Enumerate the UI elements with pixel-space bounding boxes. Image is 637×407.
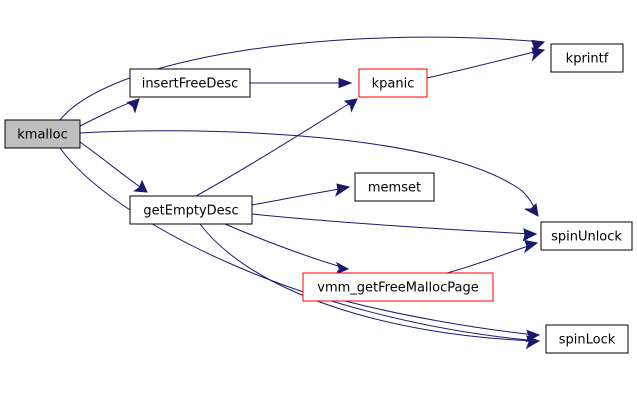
edge-line <box>79 130 539 217</box>
node-box-kmalloc[interactable] <box>4 119 81 149</box>
node-box-insertFreeDesc[interactable] <box>129 68 251 98</box>
graph-node-vmm_getFreeMallocPage[interactable]: vmm_getFreeMallocPage <box>302 272 494 302</box>
edge-line <box>224 223 346 269</box>
arrow-head-icon <box>522 228 538 242</box>
graph-node-spinLock[interactable]: spinLock <box>545 324 629 354</box>
arrow-head-icon <box>523 239 539 254</box>
node-label-spinUnlock: spinUnlock <box>551 230 622 245</box>
arrow-head-icon <box>525 329 541 343</box>
graph-node-kmalloc[interactable]: kmalloc <box>4 119 81 149</box>
arrow-head-icon <box>133 179 148 193</box>
edge-line <box>195 99 356 197</box>
edge-line <box>446 243 535 274</box>
edge-kpanic-to-kprintf <box>426 47 546 79</box>
graph-node-kprintf[interactable]: kprintf <box>550 43 624 73</box>
edge-getEmptyDesc-to-memset <box>251 183 351 206</box>
edge-kmalloc-to-spinLock <box>59 147 540 350</box>
node-label-insertFreeDesc: insertFreeDesc <box>142 77 239 92</box>
arrow-head-icon <box>338 77 353 89</box>
arrow-head-icon <box>524 202 539 217</box>
graph-node-getEmptyDesc[interactable]: getEmptyDesc <box>129 195 253 225</box>
edge-line <box>344 300 537 336</box>
edge-getEmptyDesc-to-vmm_getFreeMallocPage <box>224 223 350 276</box>
node-box-getEmptyDesc[interactable] <box>129 195 253 225</box>
graph-node-insertFreeDesc[interactable]: insertFreeDesc <box>129 68 251 98</box>
graph-node-memset[interactable]: memset <box>354 172 435 202</box>
graph-node-kpanic[interactable]: kpanic <box>358 68 428 98</box>
edge-line <box>251 213 534 235</box>
node-label-vmm_getFreeMallocPage: vmm_getFreeMallocPage <box>317 281 478 296</box>
edge-line <box>199 223 537 342</box>
node-label-memset: memset <box>368 181 421 196</box>
node-box-spinUnlock[interactable] <box>540 221 633 251</box>
node-box-vmm_getFreeMallocPage[interactable] <box>302 272 494 302</box>
node-label-kmalloc: kmalloc <box>17 128 67 143</box>
node-label-spinLock: spinLock <box>559 333 616 348</box>
node-label-getEmptyDesc: getEmptyDesc <box>143 204 238 219</box>
edges-layer <box>59 36 546 350</box>
edge-line <box>79 141 148 193</box>
edge-vmm_getFreeMallocPage-to-spinUnlock <box>446 239 539 274</box>
arrow-head-icon <box>334 261 350 276</box>
edge-kmalloc-to-getEmptyDesc <box>79 141 148 193</box>
nodes-layer: kmalloc insertFreeDesc kpanic kprintf getEmp… <box>4 43 633 354</box>
node-box-kpanic[interactable] <box>358 68 428 98</box>
node-box-kprintf[interactable] <box>550 43 624 73</box>
arrow-head-icon <box>531 47 546 62</box>
edge-line <box>251 187 347 206</box>
arrow-head-icon <box>126 98 140 114</box>
arrow-head-icon <box>343 98 358 113</box>
node-label-kpanic: kpanic <box>372 77 415 92</box>
node-box-spinLock[interactable] <box>545 324 629 354</box>
graph-node-spinUnlock[interactable]: spinUnlock <box>540 221 633 251</box>
edge-line <box>426 49 543 79</box>
edge-getEmptyDesc-to-spinUnlock <box>251 213 538 242</box>
edge-kmalloc-to-spinUnlock <box>79 130 539 217</box>
edge-line <box>59 147 539 342</box>
edge-insertFreeDesc-to-kpanic <box>250 77 353 89</box>
edge-line <box>59 36 545 121</box>
edge-vmm_getFreeMallocPage-to-spinLock <box>344 300 541 343</box>
edge-getEmptyDesc-to-kpanic <box>195 98 358 197</box>
edge-kmalloc-to-insertFreeDesc <box>79 98 140 127</box>
node-label-kprintf: kprintf <box>566 52 609 67</box>
arrow-head-icon <box>335 183 351 197</box>
node-box-memset[interactable] <box>354 172 435 202</box>
